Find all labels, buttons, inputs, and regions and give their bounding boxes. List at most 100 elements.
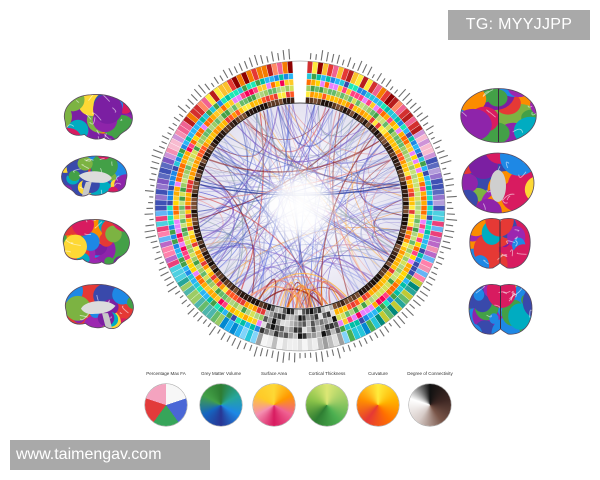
legend-fa: Percentage Max FA <box>134 371 198 429</box>
region-label-mark <box>384 325 390 333</box>
region-label-mark <box>158 145 165 150</box>
sulcus-line <box>455 161 463 166</box>
cortex-region <box>124 94 133 103</box>
ring-segment-grey-matter-volume <box>426 205 434 211</box>
region-label-mark <box>371 73 375 79</box>
sulcus-line <box>67 325 69 329</box>
cortex-region <box>105 225 122 243</box>
connection-chord <box>207 246 346 299</box>
sulcus-line <box>515 240 517 246</box>
ring-segment-grey-matter-volume <box>167 214 174 221</box>
sulcus-line <box>125 222 127 224</box>
sulcus-line <box>87 115 92 120</box>
ring-segment-grey-matter-volume <box>166 205 174 211</box>
region-label-mark <box>193 88 202 98</box>
region-label-mark <box>233 66 238 74</box>
cortex-region <box>522 285 532 319</box>
region-label-mark <box>397 315 406 325</box>
core-glow <box>258 164 342 248</box>
ring-segment-degree-of-connectivity <box>297 308 303 316</box>
sulcus-line <box>456 111 466 116</box>
region-label-mark <box>394 89 399 94</box>
region-label-mark <box>172 122 178 127</box>
ring-segment-surface-area <box>301 326 307 334</box>
legend-title: Curvature <box>368 371 388 376</box>
region-label-mark <box>326 51 329 62</box>
cortex-region <box>63 249 67 265</box>
region-label-mark <box>152 149 163 154</box>
sulcus-line <box>509 294 516 299</box>
region-label-mark <box>174 290 181 295</box>
ring-segment-cortical-thickness <box>414 209 422 215</box>
region-label-mark <box>145 235 157 239</box>
legend-surface-area: Surface Area <box>242 371 306 429</box>
ring-segment-grey-matter-volume <box>311 73 317 81</box>
ring-segment-surface-area <box>419 190 427 197</box>
sulcus-line <box>60 323 69 326</box>
region-label-mark <box>197 84 206 94</box>
region-label-mark <box>331 53 335 63</box>
ring-segment-surface-area <box>172 205 180 211</box>
ring-segment-degree-of-connectivity <box>190 201 198 206</box>
cortex-region <box>507 88 531 98</box>
region-label-mark <box>190 93 198 102</box>
ring-segment-degree-of-connectivity <box>290 308 295 316</box>
sulcus-line <box>515 230 519 231</box>
region-label-mark <box>151 154 162 159</box>
sulcus-line <box>527 270 530 279</box>
cortex-region <box>128 284 134 294</box>
ring-segment-region <box>297 338 303 352</box>
region-label-mark <box>260 54 264 64</box>
connection-chord <box>330 109 392 166</box>
outer-ring-border <box>154 60 446 352</box>
region-label-mark <box>419 290 429 297</box>
region-label-mark <box>288 48 291 60</box>
sulcus-line <box>503 291 510 293</box>
connection-chord <box>198 214 266 302</box>
ring-segment-grey-matter-volume <box>287 72 294 80</box>
sulcus-line <box>528 106 532 107</box>
region-label-mark <box>179 294 184 299</box>
ring-segment-curvature <box>408 192 415 198</box>
region-label-mark <box>432 139 442 145</box>
ring-segment-surface-area <box>288 326 294 334</box>
color-wheel <box>253 384 295 426</box>
region-label-mark <box>442 167 447 170</box>
brain-medial-view-left-4 <box>50 273 145 343</box>
sulcus-line <box>483 204 485 210</box>
region-label-mark <box>362 64 368 74</box>
connection-chord <box>199 106 279 224</box>
sulcus-line <box>69 284 74 285</box>
sulcus-line <box>528 289 532 292</box>
region-label-mark <box>353 342 356 348</box>
region-label-mark <box>437 150 445 154</box>
region-label-mark <box>439 251 444 254</box>
sulcus-line <box>66 240 74 243</box>
region-label-mark <box>416 112 423 118</box>
cortex-region <box>64 127 83 140</box>
ring-segment-surface-area <box>420 195 428 202</box>
cortex-region <box>489 313 499 324</box>
connection-chord <box>328 108 390 163</box>
sulcus-line <box>86 219 95 222</box>
ring-segment-cortical-thickness <box>414 205 422 211</box>
sulcus-line <box>76 100 79 102</box>
sulcus-line <box>483 92 489 96</box>
region-label-mark <box>253 346 258 357</box>
region-label-mark <box>168 126 175 131</box>
cortex-region <box>123 284 134 296</box>
ring-segment-grey-matter-volume <box>302 332 308 340</box>
connection-chord <box>276 283 295 308</box>
region-label-mark <box>341 59 345 66</box>
ring-segment-region <box>286 338 294 351</box>
sulcus-line <box>455 208 458 212</box>
legend-cortical-thickness: Cortical Thickness <box>295 371 359 429</box>
cortex-region <box>460 88 470 104</box>
sulcus-line <box>82 165 89 169</box>
region-label-mark <box>320 50 324 61</box>
region-label-mark <box>352 62 356 69</box>
region-label-mark <box>266 56 269 63</box>
ring-segment-degree-of-connectivity <box>294 308 299 316</box>
region-label-mark <box>150 166 158 170</box>
region-label-mark <box>226 335 231 342</box>
